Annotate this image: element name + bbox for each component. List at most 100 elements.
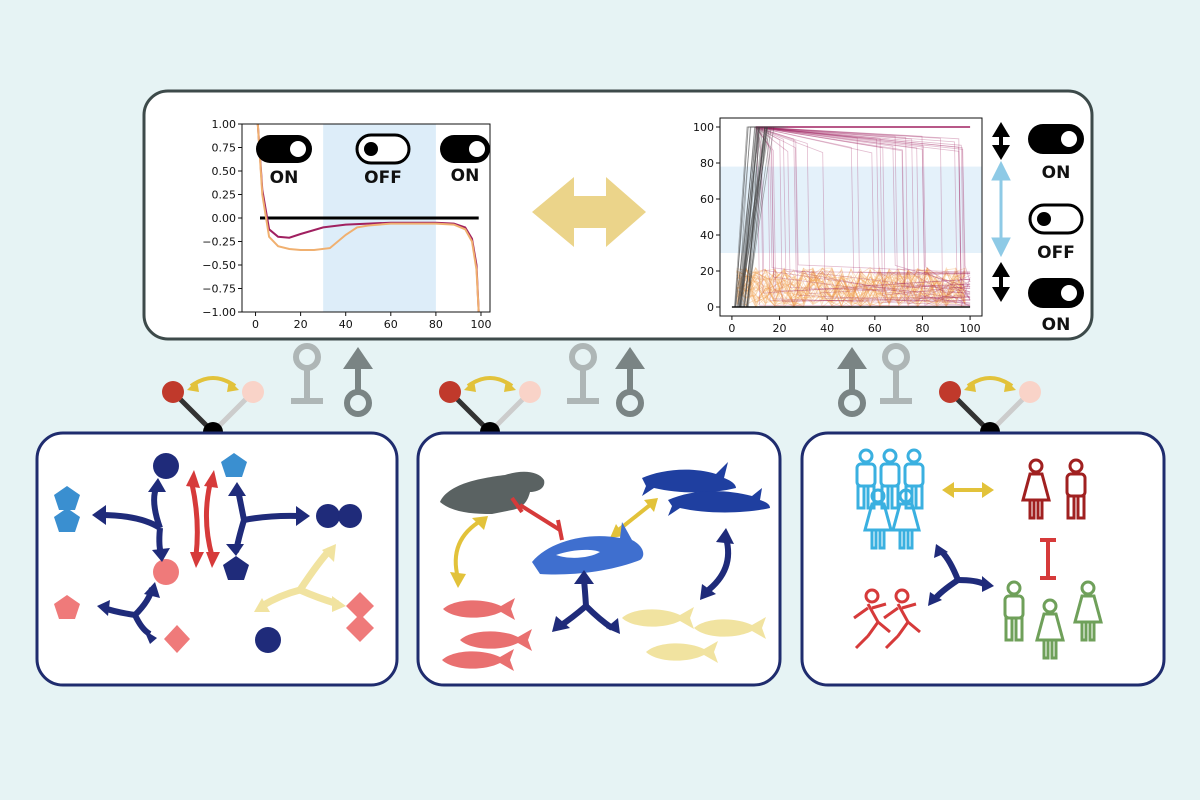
- lever-right: [939, 376, 1041, 442]
- connector-left: [291, 343, 373, 417]
- right-plot-line-grey: [745, 126, 786, 308]
- right-plot-line-orange: [736, 268, 966, 308]
- right-plot-line-magenta: [755, 126, 971, 304]
- right-plot-line-magenta: [755, 126, 971, 289]
- left-plot-y-tick-label: 0.75: [212, 142, 237, 155]
- left-plot-y-tick-label: −1.00: [202, 306, 236, 319]
- diamond-icon: [346, 614, 374, 642]
- right-plot-line-orange: [736, 269, 966, 307]
- right-plot-line-orange: [736, 269, 966, 308]
- right-plot-line-orange: [736, 268, 966, 305]
- right-plot-y-tick-label: 20: [700, 265, 714, 278]
- right-plot-line-grey: [747, 126, 774, 308]
- right-switch-3: ON: [1028, 278, 1084, 335]
- right-plot-frame: [719, 117, 983, 317]
- right-plot-line-orange: [736, 270, 966, 308]
- right-plot-line-grey: [734, 126, 766, 308]
- right-plot-line-grey: [739, 126, 771, 308]
- right-plot-x-tick-label: 40: [820, 322, 834, 335]
- running-person-icon: [883, 588, 921, 650]
- inhibition-arrow-icon: [510, 496, 564, 541]
- right-plot-line-grey: [739, 126, 780, 308]
- left-plot-y-ticks: 1.000.750.500.250.00−0.25−0.50−0.75−1.00: [202, 118, 242, 319]
- right-plot-line-orange: [736, 266, 966, 306]
- right-plot-line-grey: [734, 126, 763, 308]
- right-switch-1-label: ON: [1042, 163, 1071, 183]
- right-plot-line-orange: [736, 268, 966, 308]
- right-plot-line-grey: [746, 126, 779, 308]
- updown-arrow-icon: [992, 262, 1010, 302]
- right-plot-line-magenta: [755, 126, 971, 296]
- right-plot-line-magenta: [755, 126, 971, 281]
- right-plot-line-orange: [736, 270, 966, 308]
- right-plot-line-magenta: [755, 126, 971, 273]
- right-plot-line-magenta: [755, 126, 971, 306]
- right-switch-2: OFF: [1028, 203, 1084, 263]
- right-plot-line-magenta: [755, 126, 971, 288]
- right-plot-line-orange: [736, 267, 966, 305]
- right-plot-line-magenta: [755, 126, 971, 308]
- reversible-arrow-icon: [189, 483, 215, 557]
- left-plot: 1.000.750.500.250.00−0.25−0.50−0.75−1.00…: [202, 118, 491, 331]
- right-plot-line-grey: [736, 126, 781, 308]
- circle-icon: [255, 627, 281, 653]
- left-plot-y-tick-label: 0.25: [212, 189, 237, 202]
- right-plot-line-magenta: [755, 126, 971, 288]
- right-plot-line-grey: [734, 126, 762, 308]
- right-plot-line-orange: [736, 269, 966, 308]
- inhibition-pin-icon: [291, 343, 323, 404]
- right-plot-line-grey: [739, 126, 781, 308]
- left-plot-x-tick-label: 80: [429, 318, 443, 331]
- right-plot-line-orange: [736, 269, 966, 308]
- activation-pin-icon: [615, 347, 645, 417]
- right-plot-y-tick-label: 0: [707, 301, 714, 314]
- right-plot-line-magenta: [755, 126, 971, 283]
- right-plot-line-grey: [738, 126, 769, 308]
- right-plot-line-orange: [736, 267, 966, 308]
- bidirectional-arrow-icon: [532, 177, 646, 247]
- right-plot-line-grey: [737, 126, 765, 308]
- right-plot-line-magenta: [755, 126, 971, 306]
- right-plot-line-grey: [735, 126, 763, 308]
- right-plot-line-orange: [736, 267, 966, 308]
- right-plot-y-tick-label: 80: [700, 157, 714, 170]
- left-switch-2-label: OFF: [364, 168, 402, 188]
- right-plot-line-orange: [736, 268, 966, 306]
- right-plot-series: [731, 126, 971, 308]
- social-network: [853, 448, 1103, 660]
- right-plot-line-orange: [736, 268, 966, 306]
- right-plot-line-orange: [736, 267, 966, 308]
- left-plot-x-tick-label: 60: [384, 318, 398, 331]
- right-switch-2-label: OFF: [1037, 243, 1075, 263]
- right-plot-y-tick-label: 100: [693, 121, 714, 134]
- box-chemical-network: [35, 431, 399, 687]
- right-plot-line-orange: [736, 271, 966, 304]
- right-plot-line-grey: [744, 126, 780, 308]
- inhibition-pin-icon: [880, 343, 912, 404]
- right-plot-shaded-band: [720, 166, 982, 253]
- right-plot-x-tick-label: 100: [960, 322, 981, 335]
- right-plot-line-magenta: [755, 126, 971, 307]
- right-plot-line-magenta: [755, 126, 971, 303]
- right-plot-line-orange: [736, 267, 966, 306]
- right-plot-line-magenta: [755, 126, 971, 304]
- right-plot-line-magenta: [755, 126, 971, 299]
- right-plot-x-tick-label: 80: [915, 322, 929, 335]
- left-plot-x-tick-label: 20: [294, 318, 308, 331]
- right-plot-line-magenta: [755, 126, 971, 307]
- inhibition-pin-icon: [567, 343, 599, 404]
- updown-arrow-icon: [992, 122, 1010, 160]
- right-plot-line-grey: [737, 126, 770, 308]
- right-plot-x-tick-label: 60: [868, 322, 882, 335]
- right-plot-line-magenta: [755, 126, 971, 300]
- right-plot-line-magenta: [755, 126, 971, 275]
- right-plot-line-grey: [735, 126, 771, 308]
- activation-pin-icon: [343, 347, 373, 417]
- left-plot-y-tick-label: 0.00: [212, 212, 237, 225]
- right-plot-line-magenta: [755, 126, 971, 276]
- pentagon-icon: [221, 453, 247, 477]
- right-plot-line-grey: [739, 126, 776, 308]
- right-switch-3-label: ON: [1042, 315, 1071, 335]
- right-plot-line-grey: [738, 126, 772, 308]
